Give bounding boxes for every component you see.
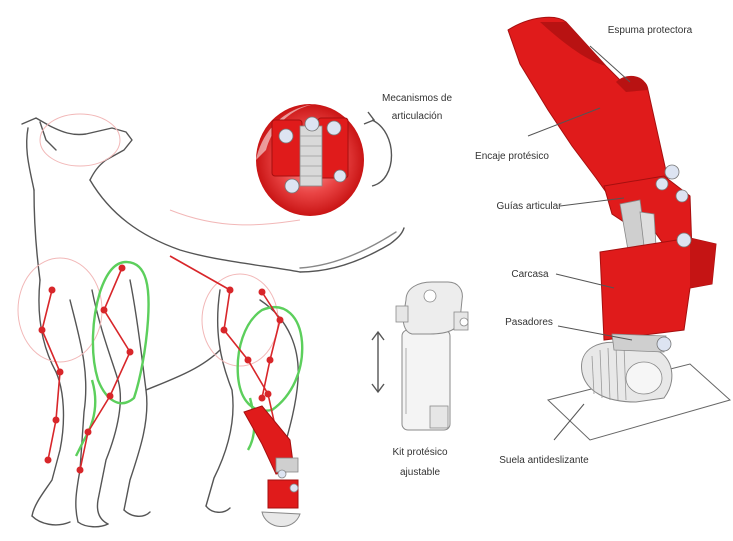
label-encaje-protesico: Encaje protésico (462, 148, 562, 166)
label-kit-line2: ajustable (380, 464, 460, 482)
label-kit-line1: Kit protésico (380, 444, 460, 462)
label-espuma-protectora: Espuma protectora (590, 22, 710, 40)
label-suela-antideslizante: Suela antideslizante (484, 452, 604, 470)
joint-mechanism-detail (256, 104, 364, 216)
dog-leg-prosthesis (244, 406, 300, 527)
skeleton-joints (39, 265, 284, 474)
label-pasadores: Pasadores (494, 314, 564, 332)
label-mecanismos-line1: Mecanismos de (372, 90, 462, 108)
label-guias-articular: Guías articular (484, 198, 574, 216)
skeleton-lines (42, 256, 280, 470)
double-arrow-icon (372, 332, 384, 392)
label-mecanismos-line2: articulación (372, 108, 462, 126)
prosthesis-exploded-view (508, 17, 730, 440)
label-carcasa: Carcasa (500, 266, 560, 284)
adjustable-kit-illustration (396, 282, 468, 430)
